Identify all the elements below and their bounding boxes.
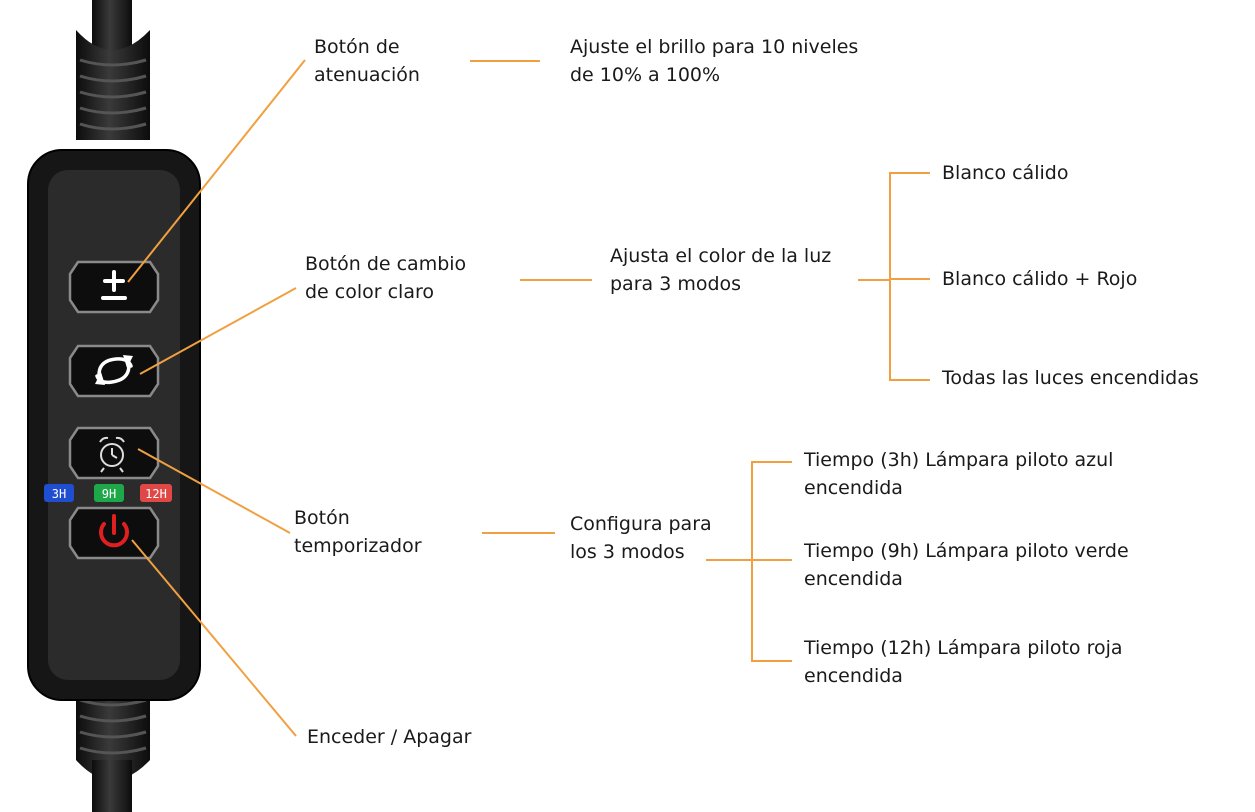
timer-mode-3-line2: encendida [804, 665, 903, 687]
dimmer-button-label: Botón de atenuación [314, 33, 420, 89]
dimmer-label-line2: atenuación [314, 64, 420, 86]
alarm-clock-icon [99, 436, 125, 473]
color-desc-line1: Ajusta el color de la luz [610, 245, 832, 267]
timer-mode-3-line1: Tiempo (12h) Lámpara piloto roja [804, 637, 1123, 659]
color-desc-line2: para 3 modos [610, 273, 742, 295]
timer-modes-bracket [751, 461, 792, 662]
color-mode-3: Todas las luces encendidas [942, 367, 1199, 389]
timer-label-3h: 3H [52, 487, 66, 501]
dimmer-desc-line1: Ajuste el brillo para 10 niveles [570, 36, 859, 58]
dimmer-button[interactable] [68, 260, 160, 314]
controller-panel [48, 170, 180, 680]
timer-mode-2-line1: Tiempo (9h) Lámpara piloto verde [804, 540, 1129, 562]
timer-button-label: Botón temporizador [294, 504, 422, 560]
color-label-line1: Botón de cambio [305, 253, 467, 275]
top-cable [76, 0, 150, 140]
timer-label-line1: Botón [294, 507, 350, 529]
dimmer-description: Ajuste el brillo para 10 niveles de 10% … [570, 33, 858, 89]
timer-mode-1-line1: Tiempo (3h) Lámpara piloto azul [804, 449, 1114, 471]
timer-desc-line2: los 3 modos [570, 541, 685, 563]
remote-controller: 3H 9H 12H [27, 0, 201, 812]
power-button[interactable] [68, 506, 160, 560]
color-mode-1: Blanco cálido [942, 162, 1069, 184]
plus-minus-icon [101, 270, 127, 300]
timer-mode-1-line2: encendida [804, 477, 903, 499]
timer-mode-3: Tiempo (12h) Lámpara piloto roja encendi… [804, 634, 1123, 690]
color-mode-2: Blanco cálido + Rojo [942, 268, 1138, 290]
dimmer-label-line1: Botón de [314, 36, 400, 58]
timer-mode-1: Tiempo (3h) Lámpara piloto azul encendid… [804, 446, 1113, 502]
timer-label-9h: 9H [102, 487, 116, 501]
timer-indicator-12h: 12H [140, 484, 172, 502]
color-button-label: Botón de cambio de color claro [305, 250, 466, 306]
timer-button[interactable] [68, 426, 160, 480]
color-modes-bracket [889, 172, 930, 381]
refresh-icon [95, 355, 133, 385]
bottom-cable [76, 690, 150, 812]
timer-mode-2-line2: encendida [804, 568, 903, 590]
timer-indicator-9h: 9H [94, 484, 124, 502]
timer-label-12h: 12H [145, 487, 167, 501]
timer-label-line2: temporizador [294, 535, 422, 557]
color-description: Ajusta el color de la luz para 3 modos [610, 242, 831, 298]
color-change-button[interactable] [68, 344, 160, 398]
timer-mode-2: Tiempo (9h) Lámpara piloto verde encendi… [804, 537, 1129, 593]
power-button-label: Enceder / Apagar [307, 726, 472, 748]
timer-description: Configura para los 3 modos [570, 510, 712, 566]
color-label-line2: de color claro [305, 281, 435, 303]
timer-indicator-3h: 3H [44, 484, 74, 502]
timer-desc-line1: Configura para [570, 513, 712, 535]
dimmer-desc-line2: de 10% a 100% [570, 64, 721, 86]
power-icon [99, 514, 129, 548]
